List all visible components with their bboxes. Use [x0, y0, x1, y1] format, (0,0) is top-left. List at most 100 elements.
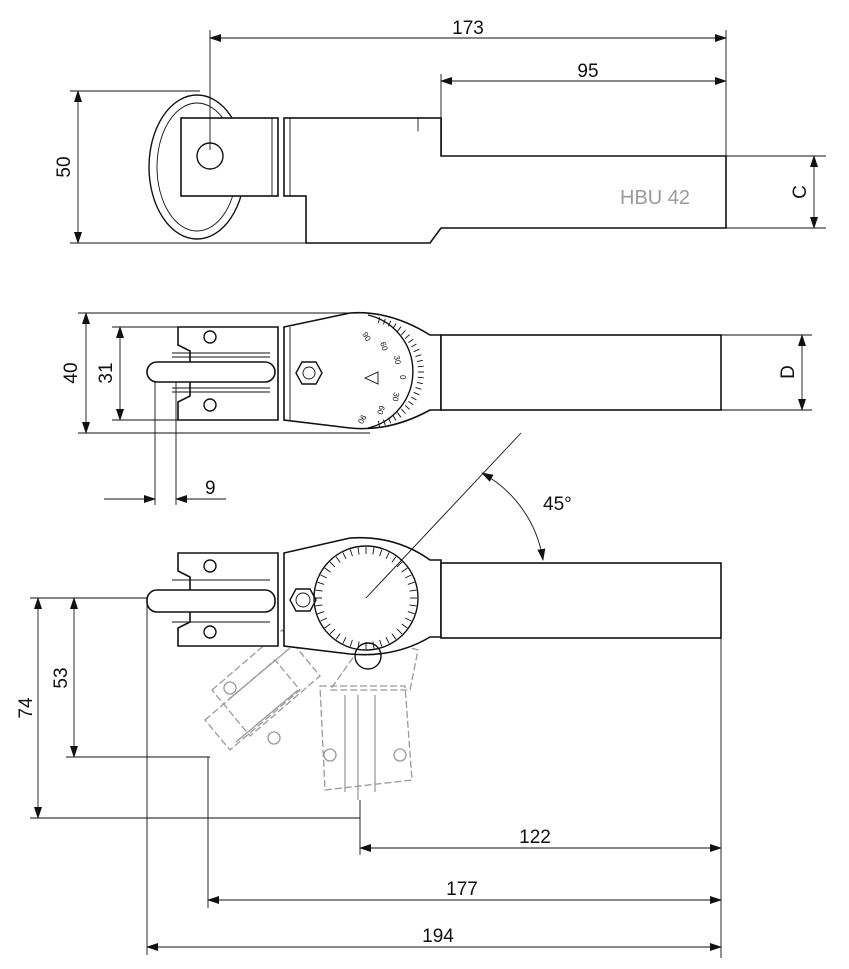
- dial-pointer-icon: [363, 371, 379, 385]
- dial-tick: [413, 348, 420, 353]
- dial-tick: [383, 318, 386, 325]
- bottom-view: 45° 74 53 122 177 194: [16, 432, 722, 958]
- dial-tick: [315, 589, 323, 592]
- dial-tick: [357, 547, 360, 555]
- dial-ticks: [377, 317, 424, 427]
- dim-74-label: 74: [16, 697, 37, 719]
- dim-50-label: 50: [54, 156, 75, 177]
- dial-tick: [391, 556, 397, 563]
- dial-tick: [324, 567, 331, 573]
- dial-tick: [397, 412, 402, 418]
- dial-tick: [383, 419, 386, 426]
- dial-tick: [335, 556, 341, 563]
- dial-label-60-bottom: 60: [375, 404, 387, 416]
- dial-tick: [415, 387, 422, 390]
- dial-tick: [385, 552, 390, 560]
- angle-dial: [367, 314, 414, 429]
- hex-bolt-bottom-icon: [289, 588, 317, 612]
- dim-53-label: 53: [51, 667, 72, 688]
- dial-tick: [404, 405, 410, 410]
- dial-tick: [408, 338, 414, 343]
- dial-tick: [404, 334, 410, 339]
- angle-arc: [481, 472, 546, 561]
- roller-pin: [146, 361, 276, 383]
- dial-tick: [315, 604, 323, 607]
- dial-tick: [387, 417, 392, 424]
- dial-tick: [385, 636, 390, 644]
- dial-tick: [320, 574, 328, 579]
- dial-tick: [401, 623, 408, 629]
- dial-label-30-top: 30: [392, 355, 403, 366]
- middle-view: 90 60 30 0 30 60 90 40 31 D 9: [61, 311, 812, 505]
- dial-tick: [335, 633, 341, 640]
- dial-tick: [396, 561, 403, 568]
- roller-pin-bottom: [146, 589, 276, 613]
- dim-9-label: 9: [205, 478, 216, 499]
- dim-40-label: 40: [61, 362, 82, 383]
- dial-tick: [377, 317, 381, 324]
- clamp-screw-top-bottom: [203, 559, 217, 573]
- dial-tick: [417, 376, 424, 379]
- dial-tick: [409, 604, 417, 607]
- dial-tick: [411, 396, 417, 401]
- dial-tick: [387, 320, 392, 327]
- dial-tick: [324, 623, 331, 629]
- dial-tick: [401, 567, 408, 573]
- dial-label-0: 0: [398, 375, 407, 380]
- dial-tick: [411, 343, 417, 348]
- dial-tick: [391, 633, 397, 640]
- dim-d-label: D: [778, 365, 799, 379]
- dim-c-label: C: [790, 185, 811, 199]
- dim-194-label: 194: [422, 926, 454, 947]
- dial-tick: [392, 415, 397, 421]
- dial-tick: [349, 549, 353, 557]
- dial-tick: [409, 589, 417, 592]
- dial-tick: [397, 326, 402, 332]
- dial-tick: [413, 391, 420, 396]
- dial-tick: [401, 408, 406, 414]
- dial-tick: [342, 552, 347, 560]
- shank-top: [305, 118, 727, 244]
- dial-tick: [416, 359, 423, 363]
- angle-reference-line: [365, 432, 522, 599]
- dial-tick: [372, 547, 375, 555]
- dial-tick: [349, 639, 353, 647]
- dial-tick: [404, 617, 412, 622]
- dial-tick: [379, 639, 383, 647]
- dial-tick: [329, 628, 336, 635]
- dial-tick: [417, 365, 424, 368]
- dial-tick: [329, 561, 336, 568]
- roller-fork: [180, 117, 279, 197]
- dim-173-label: 173: [452, 18, 484, 39]
- dial-tick: [392, 323, 397, 329]
- shank-middle: [440, 334, 722, 411]
- dial-tick: [415, 354, 422, 357]
- dial-tick: [407, 581, 415, 585]
- dial-label-30-bottom: 30: [390, 392, 401, 403]
- dial-tick: [408, 401, 414, 406]
- dim-177-label: 177: [446, 879, 478, 900]
- top-view: HBU 42 173 95 50 C: [54, 18, 826, 244]
- dial-tick: [404, 574, 412, 579]
- dial-tick: [396, 628, 403, 635]
- shank-bottom: [440, 562, 722, 639]
- angle-dial-bottom: [313, 545, 419, 651]
- dial-tick: [342, 636, 347, 644]
- dial-tick: [317, 581, 325, 585]
- dial-tick: [379, 549, 383, 557]
- dial-tick: [416, 381, 423, 385]
- dial-label-60-top: 60: [378, 341, 390, 353]
- dial-tick: [320, 617, 328, 622]
- dial-tick: [317, 611, 325, 615]
- clamp-screw-bottom: [203, 398, 217, 412]
- swivel-head: [283, 311, 442, 430]
- dial-tick: [401, 330, 406, 336]
- pivot-bolt: [354, 642, 382, 670]
- model-marking: HBU 42: [620, 187, 690, 209]
- dim-31-label: 31: [96, 362, 117, 383]
- dim-45-label: 45°: [543, 494, 572, 515]
- clamp-screw-bottom-bottom: [203, 625, 217, 639]
- hex-bolt-icon: [295, 361, 323, 385]
- dial-tick: [377, 420, 381, 427]
